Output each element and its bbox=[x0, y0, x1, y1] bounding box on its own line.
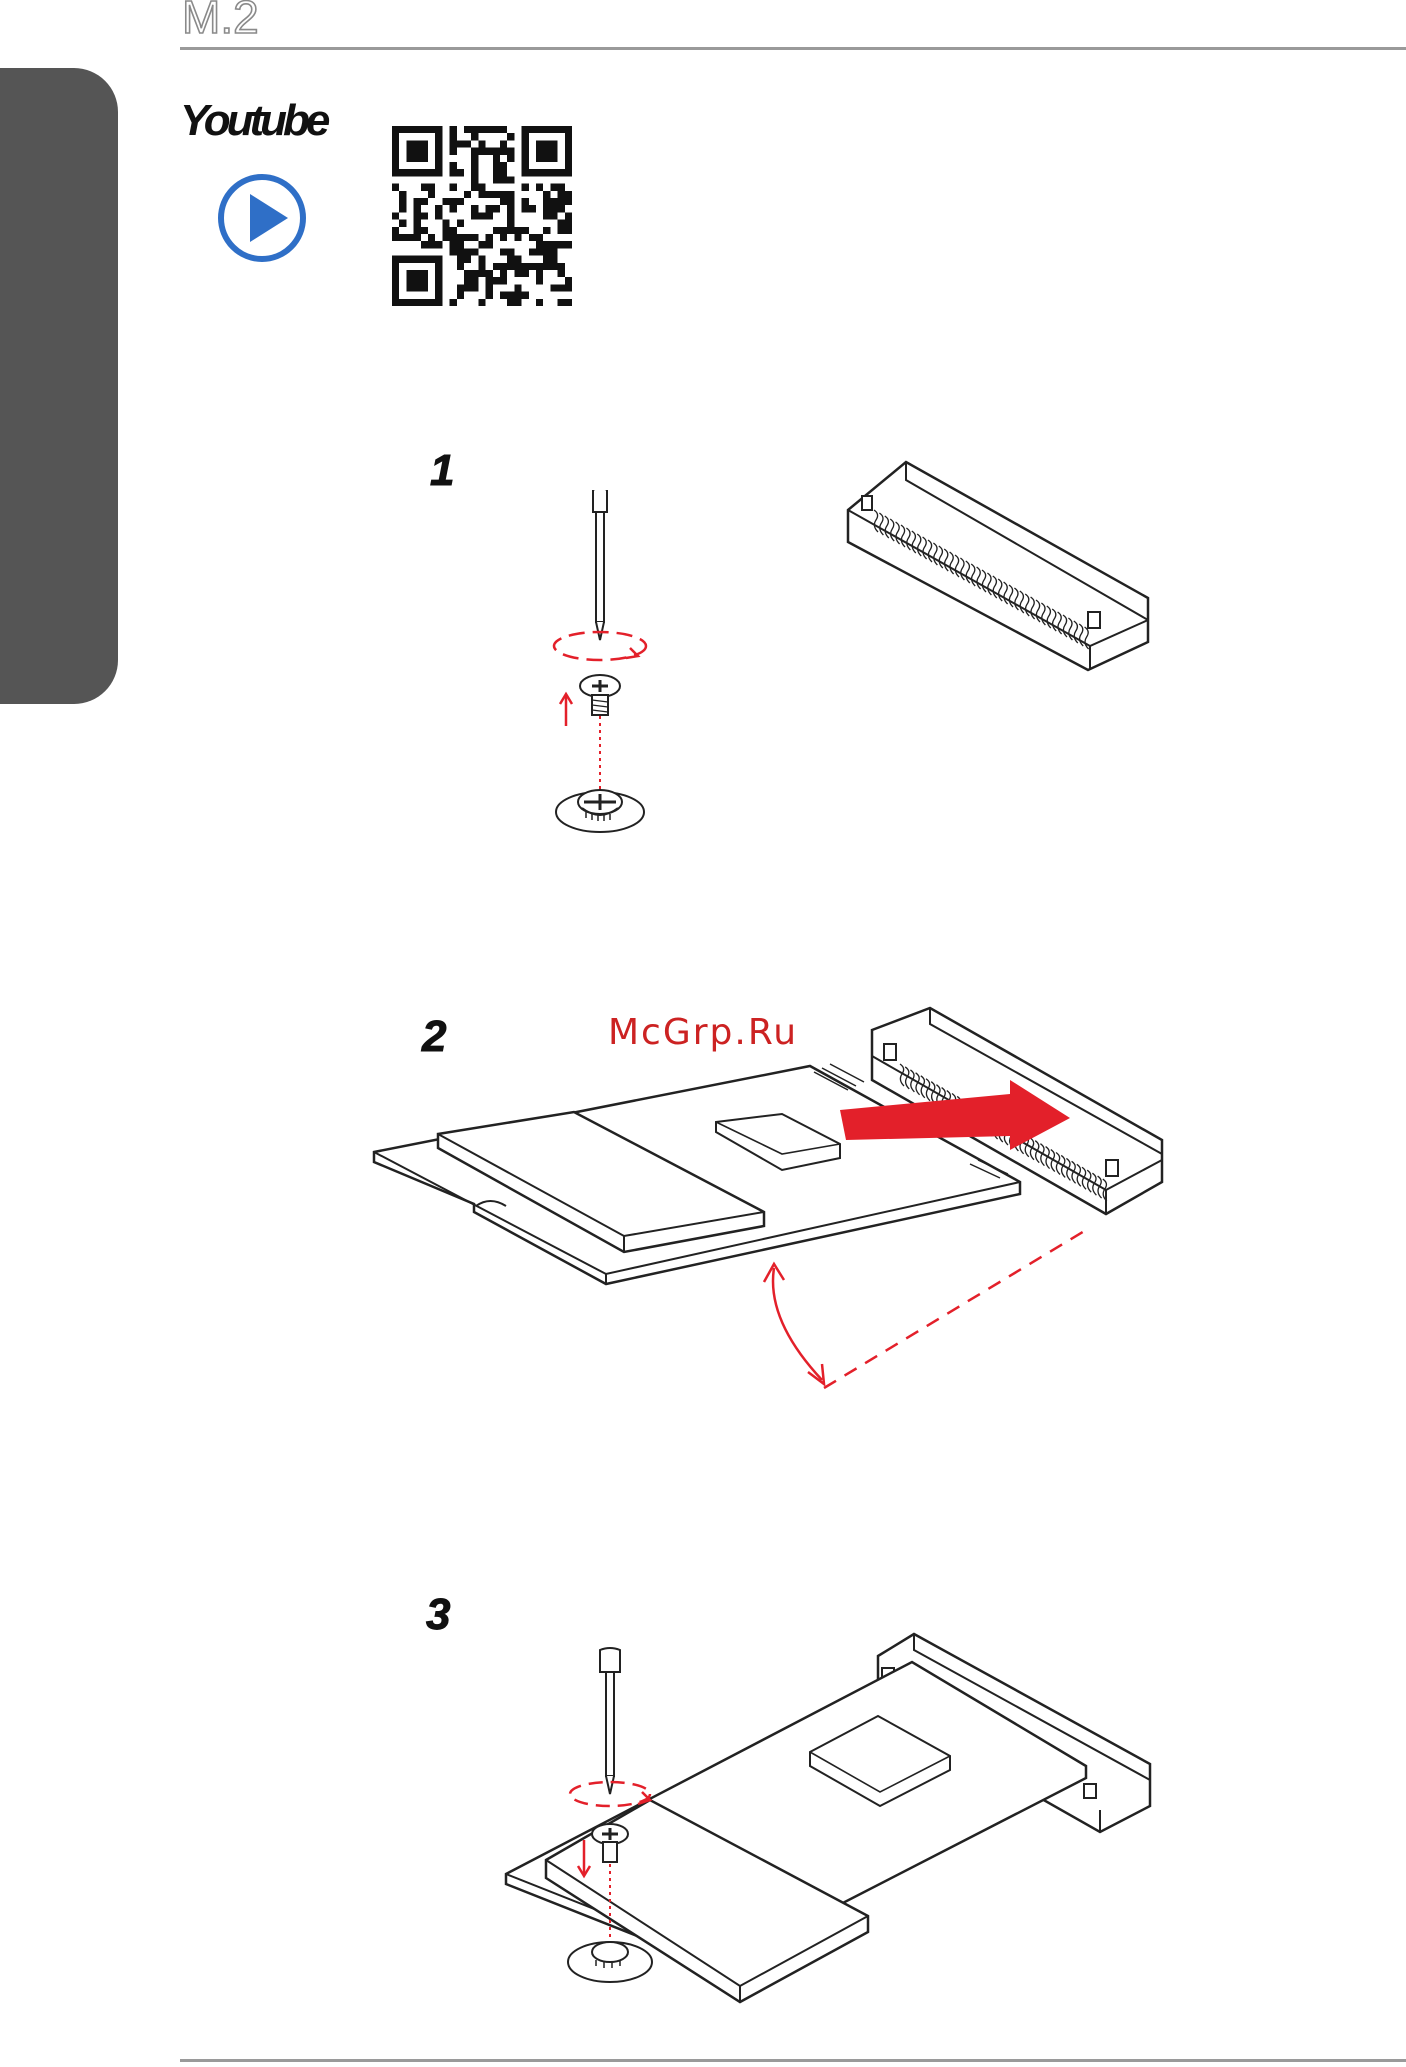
side-tab bbox=[0, 68, 118, 704]
secure-m2-card-screw-illustration bbox=[500, 1610, 1160, 2040]
insert-m2-card-illustration bbox=[370, 1000, 1170, 1400]
youtube-label: Youtube bbox=[180, 96, 326, 146]
step-number-1: 1 bbox=[430, 446, 454, 496]
qr-code-icon[interactable] bbox=[392, 126, 572, 306]
header-divider bbox=[180, 47, 1406, 50]
page-title: M.2 bbox=[182, 0, 259, 40]
play-circle-icon[interactable] bbox=[216, 172, 308, 264]
footer-divider bbox=[180, 2059, 1406, 2062]
m2-slot-illustration bbox=[840, 450, 1170, 680]
step-number-3: 3 bbox=[426, 1590, 450, 1640]
screwdriver-remove-standoff-illustration bbox=[540, 490, 660, 840]
